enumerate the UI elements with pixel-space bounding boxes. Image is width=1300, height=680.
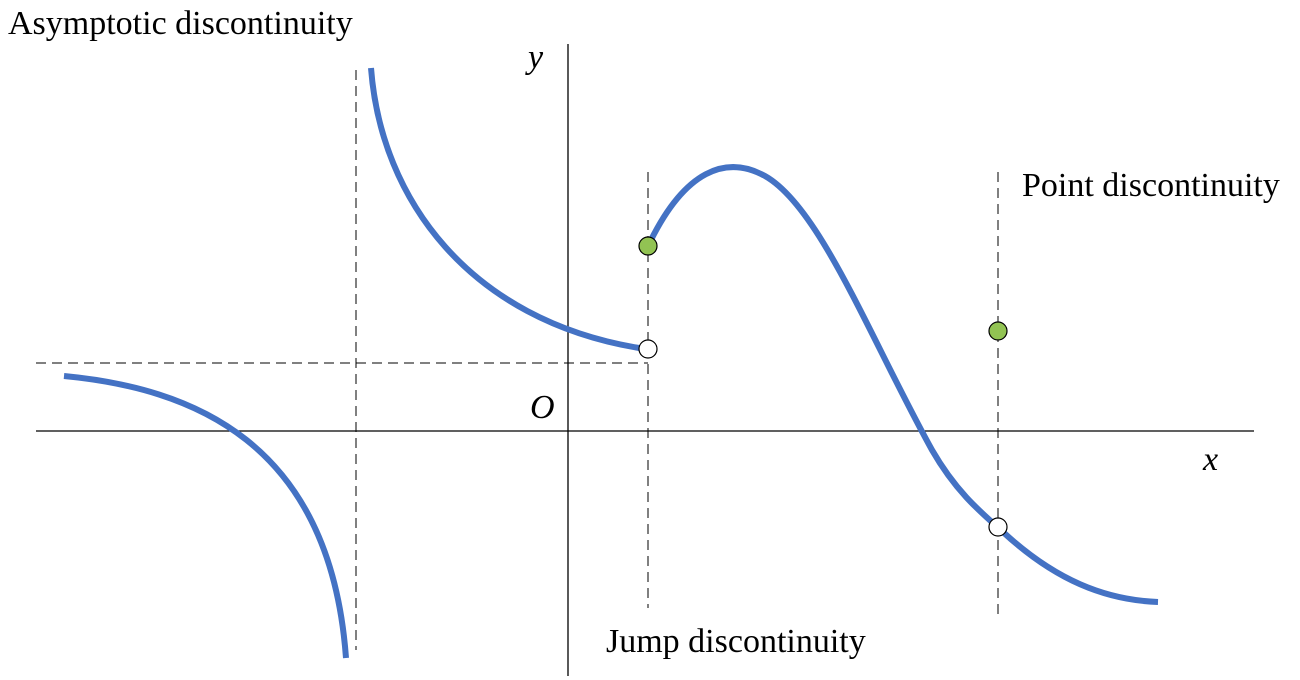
point-filled-point bbox=[988, 321, 1008, 341]
jump-discontinuity-label: Jump discontinuity bbox=[606, 623, 866, 660]
jump-open-point bbox=[638, 339, 658, 359]
x-axis-label: x bbox=[1202, 441, 1218, 478]
asymptotic-discontinuity-label: Asymptotic discontinuity bbox=[8, 5, 353, 42]
curve-left-branch bbox=[63, 373, 349, 659]
jump-filled-point bbox=[638, 236, 658, 256]
curve-asymptote-branch bbox=[368, 67, 640, 351]
curve-right-branch bbox=[648, 164, 1159, 605]
origin-label: O bbox=[530, 389, 555, 426]
point-open-point bbox=[988, 517, 1008, 537]
point-discontinuity-label: Point discontinuity bbox=[1022, 167, 1280, 204]
y-axis-label: y bbox=[525, 39, 544, 76]
